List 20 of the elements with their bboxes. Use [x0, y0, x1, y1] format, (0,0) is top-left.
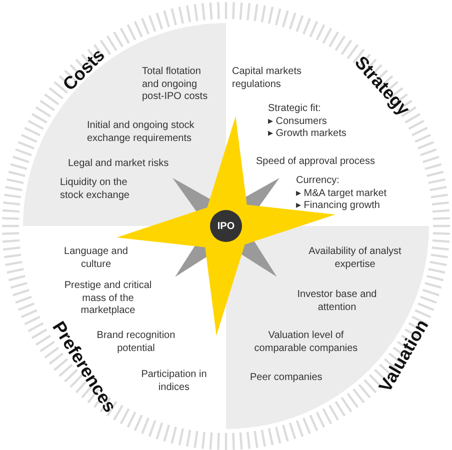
factor-text: Liquidity on the stock exchange: [60, 177, 130, 202]
factor-text: ▸ Financing growth: [296, 200, 381, 212]
factor-text: ▸ M&A target market: [296, 188, 388, 200]
factor-text: Language and culture: [63, 246, 129, 271]
factor-text: Valuation level of comparable companies: [253, 330, 359, 355]
factor-text: ▸ Growth markets: [268, 128, 348, 140]
factor-text: Initial and ongoing stock exchange requirements: [87, 120, 196, 145]
factor-text: Strategic fit:: [268, 103, 322, 116]
center-label: IPO: [217, 220, 235, 232]
factor-text: Currency:: [296, 175, 340, 188]
factor-text: Speed of approval process: [256, 156, 376, 168]
factor-text: Legal and market risks: [68, 158, 170, 170]
factor-text: Participation in indices: [140, 369, 208, 394]
factor-text: ▸ Consumers: [268, 116, 328, 128]
factor-text: Prestige and critical mass of the marketplace: [63, 280, 153, 318]
factor-text: Investor base and attention: [296, 289, 378, 314]
factor-text: Availability of analyst expertise: [308, 246, 402, 271]
factor-text: Total flotation and ongoing post-IPO costs: [142, 66, 209, 104]
factor-text: Peer companies: [250, 372, 324, 384]
factor-text: Capital markets regulations: [232, 66, 302, 91]
